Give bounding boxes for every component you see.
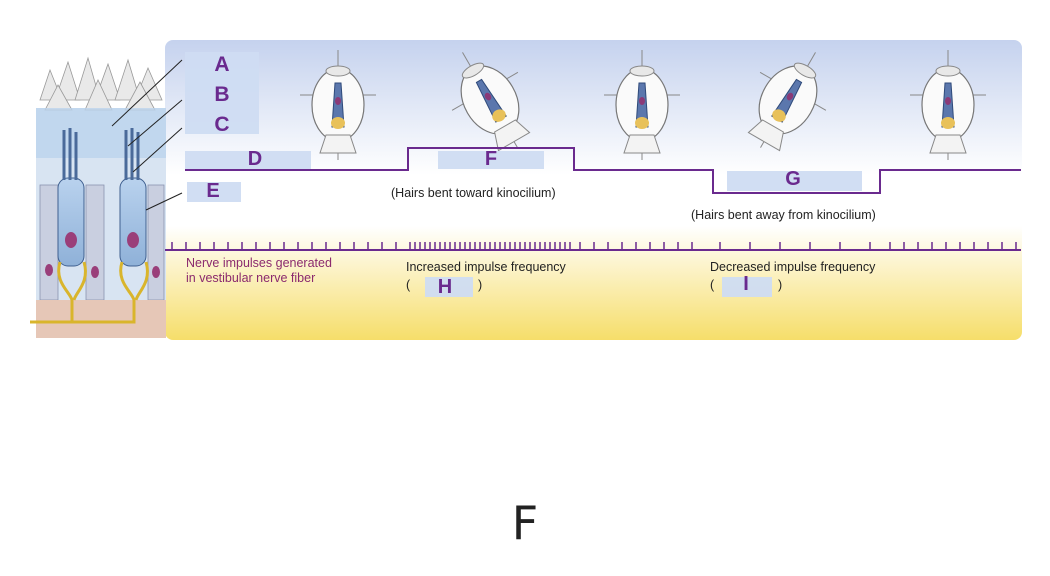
caption-decreased-frequency: Decreased impulse frequency: [710, 260, 876, 274]
paren-open-i: (: [710, 278, 715, 292]
caption-away-kinocilium: (Hairs bent away from kinocilium): [691, 208, 876, 222]
head-tilt-icon: [604, 50, 680, 160]
receptor-potential-line: [185, 147, 1021, 194]
head-tilt-icon: [910, 50, 986, 160]
label-f: F: [484, 148, 498, 170]
diagram-svg: [30, 40, 1022, 340]
label-a: A: [214, 53, 230, 76]
label-box-i: [722, 277, 772, 297]
paren-open-h: (: [406, 278, 411, 292]
caption-toward-kinocilium: (Hairs bent toward kinocilium): [391, 186, 556, 200]
hair-cell-illustration: [30, 56, 183, 338]
panel-background: [165, 40, 1022, 340]
label-c: C: [214, 113, 230, 136]
label-g: G: [785, 168, 801, 190]
label-box-abc: [185, 52, 259, 134]
answer-text: F: [511, 496, 539, 550]
impulse-ticks: [171, 242, 1017, 250]
caption-increased-frequency: Increased impulse frequency: [406, 260, 566, 274]
label-h: H: [437, 276, 453, 298]
head-tilt-icon: [747, 52, 827, 152]
head-tilt-icon: [300, 50, 376, 160]
nerve-text-line2: in vestibular nerve fiber: [186, 271, 316, 285]
nerve-text-line1: Nerve impulses generated: [186, 256, 332, 270]
paren-close-h: ): [478, 278, 483, 292]
label-box-h: [425, 277, 473, 297]
head-icons: [300, 50, 986, 160]
label-e: E: [206, 180, 220, 202]
label-box-f: [438, 151, 544, 169]
label-d: D: [247, 148, 263, 170]
head-tilt-icon: [451, 52, 531, 152]
vestibular-figure: A B C D E F G (Hairs bent toward kinocil…: [30, 40, 1022, 340]
label-i: I: [743, 273, 749, 295]
label-box-d: [185, 151, 311, 169]
paren-close-i: ): [778, 278, 783, 292]
label-box-g: [727, 171, 862, 191]
label-b: B: [214, 83, 230, 106]
label-box-e: [187, 182, 241, 202]
